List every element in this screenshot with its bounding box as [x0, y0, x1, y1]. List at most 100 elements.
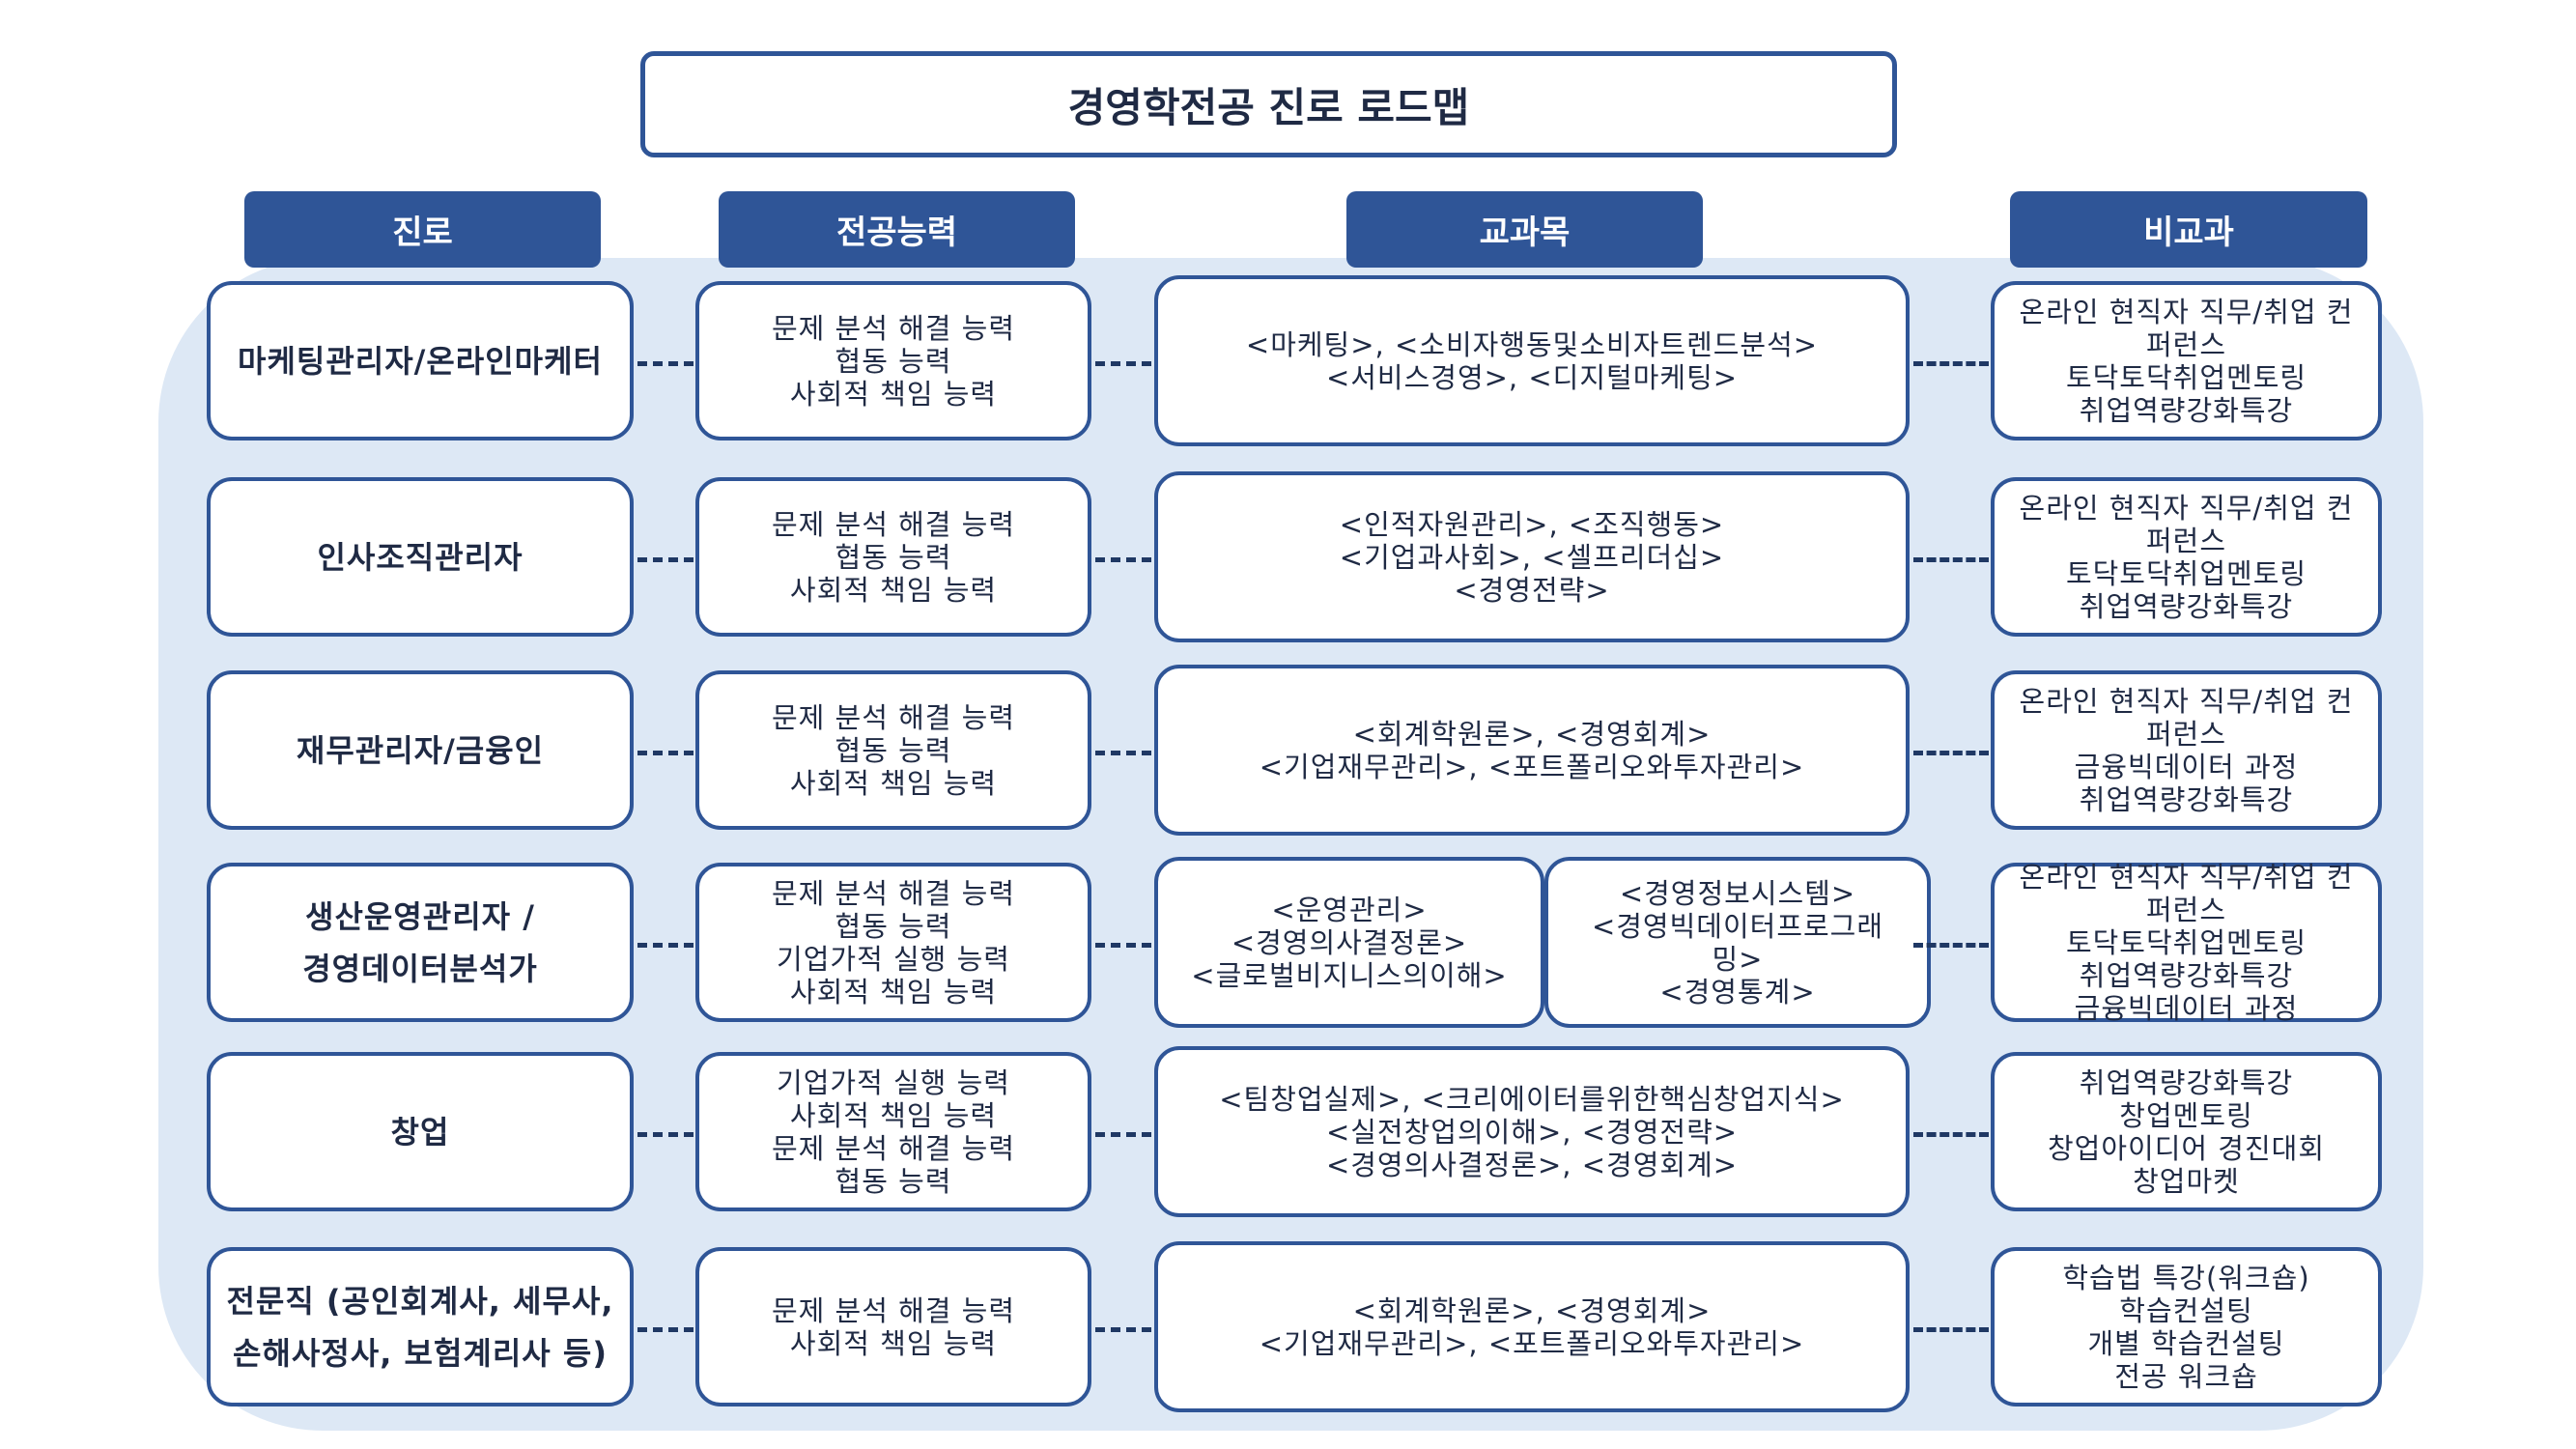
- dashed-connector: [1913, 556, 1989, 562]
- dashed-connector: [1095, 942, 1151, 948]
- header-courses: 교과목: [1346, 191, 1703, 268]
- box-text-line: 사회적 책임 능력: [789, 766, 998, 800]
- box-text-line: 인사조직관리자: [317, 538, 524, 576]
- courses-box: <회계학원론>, <경영회계><기업재무관리>, <포트폴리오와투자관리>: [1154, 665, 1910, 836]
- box-text-line: 문제 분석 해결 능력: [771, 311, 1016, 345]
- box-text-line: <운영관리>: [1271, 893, 1428, 926]
- career-box: 인사조직관리자: [207, 477, 634, 637]
- box-text-line: <회계학원론>, <경영회계>: [1352, 1293, 1712, 1327]
- box-text-line: 퍼런스: [2145, 717, 2227, 751]
- box-text-line: <회계학원론>, <경영회계>: [1352, 717, 1712, 751]
- box-text-line: <경영통계>: [1659, 975, 1816, 1009]
- dashed-connector: [637, 556, 694, 562]
- box-text-line: 취업역량강화특강: [2079, 1065, 2294, 1099]
- courses-box: <인적자원관리>, <조직행동><기업과사회>, <셀프리더십><경영전략>: [1154, 471, 1910, 642]
- dashed-connector: [1913, 1326, 1989, 1332]
- box-text-line: 취업역량강화특강: [2079, 958, 2294, 992]
- box-text-line: 온라인 현직자 직무/취업 컨: [2019, 684, 2354, 718]
- box-text-line: <경영빅데이터프로그래: [1591, 909, 1884, 943]
- box-text-line: 퍼런스: [2145, 327, 2227, 361]
- courses-box: <운영관리><경영의사결정론><글로벌비지니스의이해>: [1154, 857, 1544, 1028]
- box-text-line: 문제 분석 해결 능력: [771, 876, 1016, 910]
- box-text-line: <기업재무관리>, <포트폴리오와투자관리>: [1259, 1326, 1805, 1360]
- box-text-line: 밍>: [1712, 942, 1764, 976]
- career-box: 재무관리자/금융인: [207, 670, 634, 830]
- box-text-line: 사회적 책임 능력: [789, 573, 998, 607]
- dashed-connector: [1095, 750, 1151, 755]
- page-title: 경영학전공 진로 로드맵: [640, 51, 1897, 157]
- career-box: 창업: [207, 1052, 634, 1211]
- box-text-line: 협동 능력: [835, 733, 952, 767]
- box-text-line: 문제 분석 해결 능력: [771, 1131, 1016, 1165]
- box-text-line: <기업과사회>, <셀프리더십>: [1339, 540, 1725, 574]
- box-text-line: 문제 분석 해결 능력: [771, 507, 1016, 541]
- courses-box: <마케팅>, <소비자행동및소비자트렌드분석><서비스경영>, <디지털마케팅>: [1154, 275, 1910, 446]
- dashed-connector: [637, 750, 694, 755]
- box-text-line: 온라인 현직자 직무/취업 컨: [2019, 295, 2354, 328]
- header-extracurricular: 비교과: [2010, 191, 2367, 268]
- box-text-line: <경영전략>: [1454, 573, 1610, 607]
- box-text-line: 금융빅데이터 과정: [2074, 750, 2299, 783]
- box-text-line: <경영의사결정론>: [1231, 925, 1468, 959]
- box-text-line: 손해사정사, 보험계리사 등): [233, 1334, 608, 1372]
- header-competency: 전공능력: [719, 191, 1075, 268]
- dashed-connector: [1913, 1131, 1989, 1137]
- box-text-line: 마케팅관리자/온라인마케터: [238, 342, 603, 380]
- dashed-connector: [1095, 1326, 1151, 1332]
- box-text-line: 사회적 책임 능력: [789, 1326, 998, 1360]
- box-text-line: 협동 능력: [835, 909, 952, 943]
- box-text-line: 전공 워크숍: [2114, 1359, 2258, 1393]
- box-text-line: 금융빅데이터 과정: [2074, 991, 2299, 1025]
- box-text-line: 전문직 (공인회계사, 세무사,: [226, 1282, 614, 1320]
- box-text-line: 학습컨설팅: [2119, 1293, 2253, 1327]
- courses-box: <회계학원론>, <경영회계><기업재무관리>, <포트폴리오와투자관리>: [1154, 1241, 1910, 1412]
- box-text-line: 기업가적 실행 능력: [777, 1065, 1010, 1099]
- box-text-line: 사회적 책임 능력: [789, 975, 998, 1009]
- box-text-line: 취업역량강화특강: [2079, 393, 2294, 427]
- roadmap-background: [158, 258, 2423, 1431]
- box-text-line: 사회적 책임 능력: [789, 377, 998, 411]
- box-text-line: 문제 분석 해결 능력: [771, 1293, 1016, 1327]
- box-text-line: 토닥토닥취업멘토링: [2065, 360, 2307, 394]
- dashed-connector: [637, 360, 694, 366]
- box-text-line: 경영데이터분석가: [302, 950, 538, 987]
- dashed-connector: [1913, 750, 1989, 755]
- box-text-line: 기업가적 실행 능력: [777, 942, 1010, 976]
- box-text-line: 토닥토닥취업멘토링: [2065, 925, 2307, 959]
- box-text-line: <인적자원관리>, <조직행동>: [1339, 507, 1725, 541]
- box-text-line: <실전창업의이해>, <경영전략>: [1325, 1115, 1739, 1149]
- box-text-line: <글로벌비지니스의이해>: [1191, 958, 1508, 992]
- box-text-line: <서비스경영>, <디지털마케팅>: [1325, 360, 1739, 394]
- box-text-line: <팀창업실제>, <크리에이터를위한핵심창업지식>: [1219, 1082, 1845, 1116]
- box-text-line: <경영정보시스템>: [1619, 876, 1856, 910]
- box-text-line: 학습법 특강(워크숍): [2062, 1261, 2310, 1294]
- box-text-line: 사회적 책임 능력: [789, 1098, 998, 1132]
- dashed-connector: [1913, 942, 1989, 948]
- box-text-line: 온라인 현직자 직무/취업 컨: [2019, 860, 2354, 894]
- box-text-line: 토닥토닥취업멘토링: [2065, 556, 2307, 590]
- dashed-connector: [1913, 360, 1989, 366]
- box-text-line: 취업역량강화특강: [2079, 782, 2294, 816]
- box-text-line: <경영의사결정론>, <경영회계>: [1325, 1148, 1739, 1181]
- career-box: 전문직 (공인회계사, 세무사, 손해사정사, 보험계리사 등): [207, 1247, 634, 1406]
- box-text-line: <마케팅>, <소비자행동및소비자트렌드분석>: [1245, 327, 1819, 361]
- dashed-connector: [1095, 360, 1151, 366]
- header-career: 진로: [244, 191, 601, 268]
- box-text-line: 창업마켓: [2133, 1164, 2240, 1198]
- box-text-line: 협동 능력: [835, 344, 952, 378]
- box-text-line: <기업재무관리>, <포트폴리오와투자관리>: [1259, 750, 1805, 783]
- career-box: 생산운영관리자 /경영데이터분석가: [207, 863, 634, 1022]
- career-box: 마케팅관리자/온라인마케터: [207, 281, 634, 440]
- box-text-line: 퍼런스: [2145, 893, 2227, 926]
- box-text-line: 재무관리자/금융인: [296, 731, 545, 769]
